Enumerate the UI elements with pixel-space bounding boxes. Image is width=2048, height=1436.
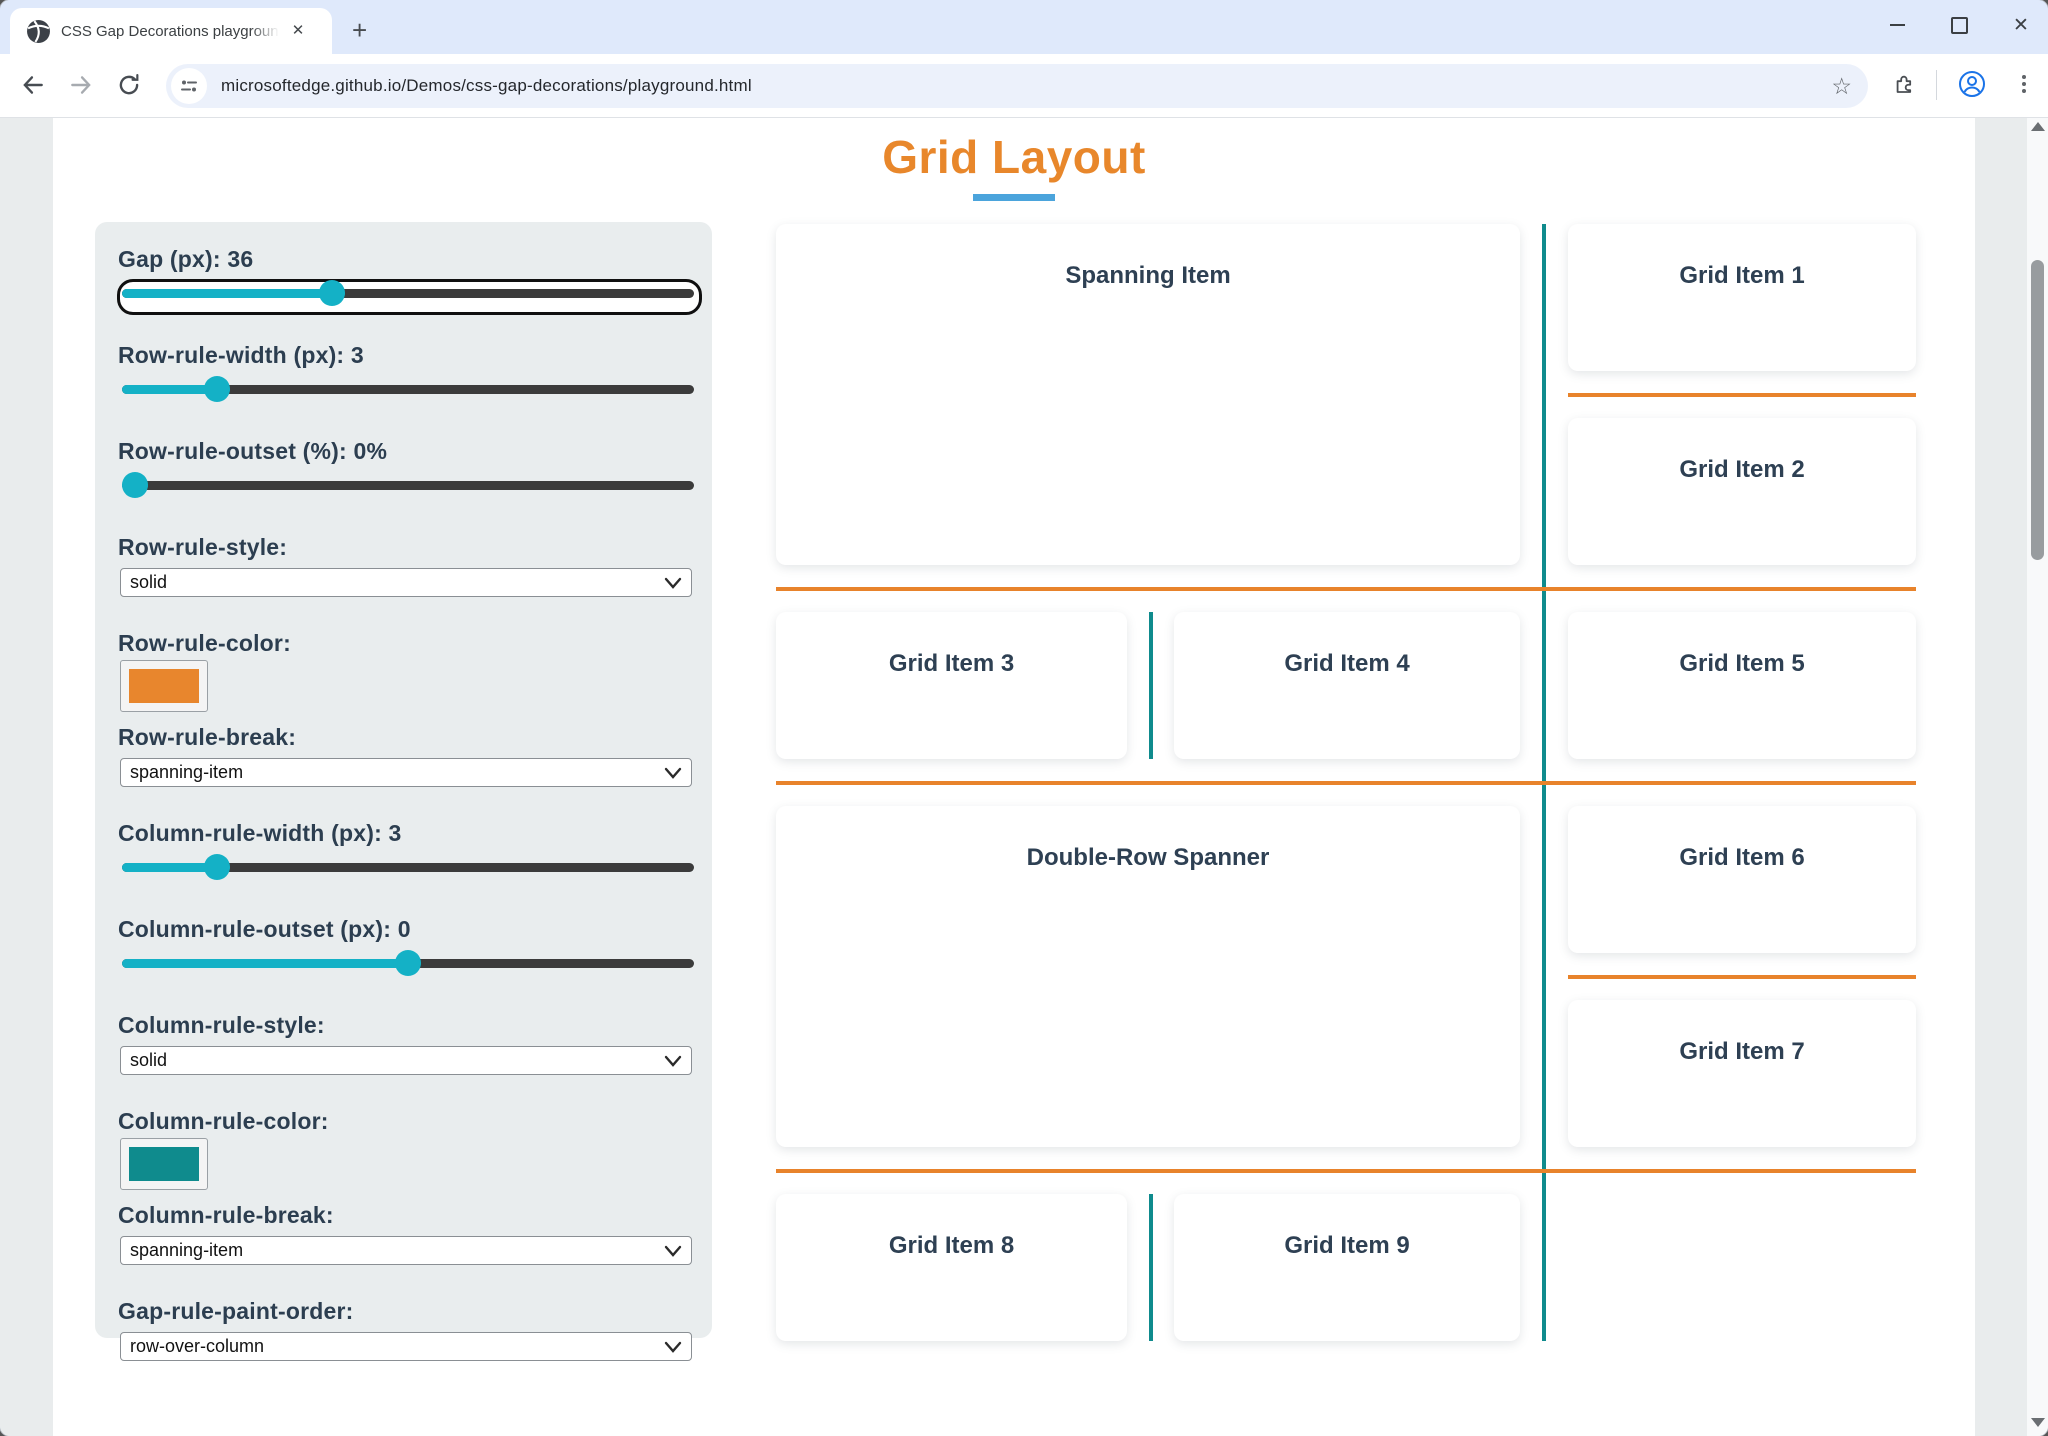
row-rule-color-swatch-color	[129, 669, 199, 703]
column-rule-outset-slider-thumb[interactable]	[395, 950, 421, 976]
new-tab-button[interactable]: +	[352, 15, 368, 45]
row-rule-style-select-value: solid	[130, 572, 168, 592]
row-rule-color-label: Row-rule-color:	[118, 630, 291, 656]
row-rule	[1568, 975, 1916, 979]
gap-rule-paint-order-label: Gap-rule-paint-order:	[118, 1298, 354, 1324]
column-rule-width-label: Column-rule-width (px): 3	[118, 820, 402, 846]
browser-tab[interactable]: CSS Gap Decorations playgroun ✕	[10, 8, 332, 54]
column-rule	[1149, 612, 1153, 759]
row-rule-width-label: Row-rule-width (px): 3	[118, 342, 364, 368]
grid-item-label: Spanning Item	[1065, 262, 1231, 289]
title-underline	[973, 194, 1055, 201]
extensions-icon[interactable]	[1882, 62, 1926, 106]
grid-item-label: Grid Item 3	[888, 650, 1015, 677]
column-rule-break-select-value: spanning-item	[130, 1240, 244, 1260]
column-rule-width-slider[interactable]	[122, 854, 694, 880]
grid-item-card: Grid Item 6	[1568, 806, 1916, 953]
gap-label: Gap (px): 36	[118, 246, 254, 272]
grid-item-card: Grid Item 8	[776, 1194, 1127, 1341]
back-button[interactable]	[10, 62, 56, 108]
column-rule-style-select[interactable]: solid	[120, 1046, 692, 1075]
tab-strip: CSS Gap Decorations playgroun ✕ + ✕	[0, 0, 2048, 54]
column-rule-break-label: Column-rule-break:	[118, 1202, 334, 1228]
controls-panel: Gap (px): 36 Row-rule-width (px): 3 Row-ru…	[95, 222, 712, 1361]
gap-slider[interactable]	[122, 280, 694, 306]
grid-item-label: Grid Item 1	[1679, 262, 1805, 289]
scrollbar-up-icon[interactable]	[2031, 122, 2045, 131]
column-rule-color-label: Column-rule-color:	[118, 1108, 329, 1134]
grid-item-card: Grid Item 2	[1568, 418, 1916, 565]
column-rule-outset-slider[interactable]	[122, 950, 694, 976]
grid-item-label: Grid Item 9	[1284, 1232, 1410, 1259]
row-rule-width-slider[interactable]	[122, 376, 694, 402]
grid-item-card: Grid Item 4	[1174, 612, 1520, 759]
bookmark-star-icon[interactable]: ☆	[1831, 72, 1852, 99]
site-info-icon[interactable]	[171, 68, 207, 104]
row-rule-color-swatch[interactable]	[120, 660, 208, 712]
tab-title: CSS Gap Decorations playgroun	[61, 22, 279, 40]
grid-item-card: Grid Item 1	[1568, 224, 1916, 371]
row-rule-style-label: Row-rule-style:	[118, 534, 288, 560]
column-rule-style-select-value: solid	[130, 1050, 168, 1070]
row-rule-outset-label: Row-rule-outset (%): 0%	[118, 438, 388, 464]
gap-rule-paint-order-select[interactable]: row-over-column	[120, 1332, 692, 1361]
browser-menu-icon[interactable]	[2004, 62, 2044, 106]
row-rule	[1568, 393, 1916, 397]
column-rule-color-swatch[interactable]	[120, 1138, 208, 1190]
window-close-button[interactable]: ✕	[2013, 14, 2029, 36]
favicon-globe-icon	[26, 19, 51, 44]
row-rule-break-select-value: spanning-item	[130, 762, 244, 782]
grid-item-card: Grid Item 3	[776, 612, 1127, 759]
reload-button[interactable]	[106, 62, 152, 108]
grid-item-label: Grid Item 8	[888, 1232, 1015, 1259]
column-rule-break-select[interactable]: spanning-item	[120, 1236, 692, 1265]
scrollbar-down-icon[interactable]	[2031, 1418, 2045, 1427]
toolbar-separator	[1936, 70, 1937, 100]
grid-item-label: Double-Row Spanner	[1026, 844, 1270, 871]
row-rule	[776, 1169, 1916, 1173]
gap-slider-thumb[interactable]	[319, 280, 345, 306]
row-rule-outset-slider[interactable]	[122, 472, 694, 498]
row-rule	[776, 781, 1916, 785]
grid-item-label: Grid Item 6	[1679, 844, 1805, 871]
row-rule-style-select[interactable]: solid	[120, 568, 692, 597]
tab-close-icon[interactable]: ✕	[291, 22, 305, 39]
column-rule-width-slider-thumb[interactable]	[204, 854, 230, 880]
row-rule	[776, 587, 1916, 591]
column-rule	[1149, 1194, 1153, 1341]
grid-item-card: Grid Item 7	[1568, 1000, 1916, 1147]
grid-item-label: Grid Item 5	[1679, 650, 1805, 677]
gap-rule-paint-order-select-value: row-over-column	[130, 1336, 265, 1356]
url-bar[interactable]: microsoftedge.github.io/Demos/css-gap-de…	[166, 64, 1868, 108]
row-rule-width-slider-thumb[interactable]	[204, 376, 230, 402]
grid-item-label: Grid Item 4	[1284, 650, 1410, 677]
row-rule-break-select[interactable]: spanning-item	[120, 758, 692, 787]
grid-item-card: Grid Item 9	[1174, 1194, 1520, 1341]
grid-item-card: Double-Row Spanner	[776, 806, 1520, 1147]
column-rule-outset-label: Column-rule-outset (px): 0	[118, 916, 411, 942]
forward-button[interactable]	[58, 62, 104, 108]
grid-item-card: Grid Item 5	[1568, 612, 1916, 759]
window-maximize-button[interactable]	[1928, 0, 1990, 50]
url-text: microsoftedge.github.io/Demos/css-gap-de…	[221, 76, 752, 95]
grid-item-card: Spanning Item	[776, 224, 1520, 565]
scrollbar-thumb[interactable]	[2031, 260, 2044, 560]
column-rule-style-label: Column-rule-style:	[118, 1012, 325, 1038]
row-rule-break-label: Row-rule-break:	[118, 724, 297, 750]
profile-avatar-icon[interactable]	[1950, 62, 1994, 106]
grid-item-label: Grid Item 7	[1679, 1038, 1805, 1065]
page-title: Grid Layout	[882, 131, 1146, 183]
column-rule-color-swatch-color	[129, 1147, 199, 1181]
window-minimize-button[interactable]	[1866, 0, 1928, 50]
grid-item-label: Grid Item 2	[1679, 456, 1805, 483]
row-rule-outset-slider-thumb[interactable]	[122, 472, 148, 498]
